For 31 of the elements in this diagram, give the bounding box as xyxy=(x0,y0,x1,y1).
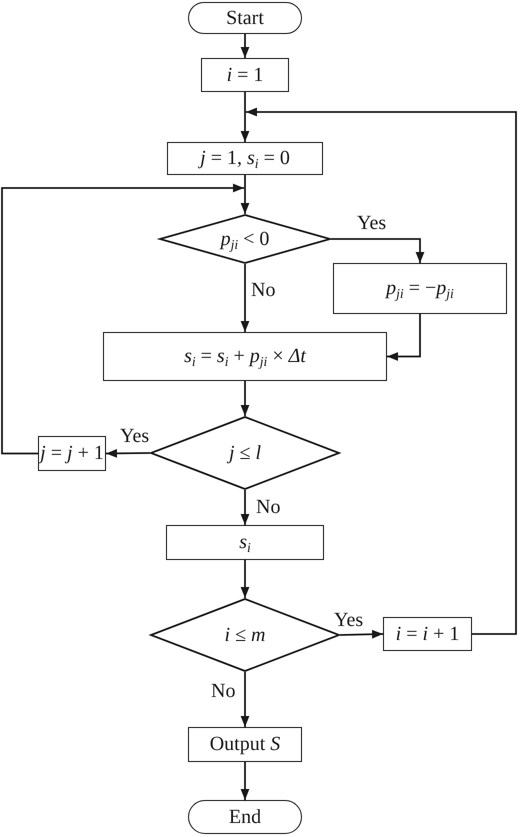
edge-label: No xyxy=(251,280,276,301)
flow-arrow xyxy=(240,34,250,58)
flow-arrow xyxy=(106,448,150,458)
flow-arrow xyxy=(340,630,384,639)
process-box: s$_{i}$ xyxy=(166,525,324,560)
flow-arrow xyxy=(240,381,250,416)
process-box: p$_{ji}$ = −p$_{ji}$ xyxy=(333,263,507,314)
process-box: i = i + 1 xyxy=(383,617,472,651)
flow-arrow xyxy=(240,672,250,727)
edge-label: No xyxy=(211,681,236,702)
edge-label: Yes xyxy=(120,426,150,447)
terminal-shape: Start xyxy=(188,2,302,34)
flow-arrow xyxy=(240,560,250,598)
process-box: i = 1 xyxy=(201,58,289,92)
flow-arrow xyxy=(1,184,244,454)
flow-arrow xyxy=(331,238,424,263)
flow-arrow xyxy=(240,490,250,525)
process-box: s$_{i}$ = s$_{i}$ + p$_{ji}$ × Δt xyxy=(103,332,387,381)
flow-arrow xyxy=(387,314,421,361)
flow-arrow xyxy=(240,264,250,332)
flow-arrow xyxy=(240,762,250,800)
decision-diamond: p$_{ji}$ < 0 xyxy=(159,214,331,264)
flow-arrow xyxy=(240,188,250,214)
flow-arrow xyxy=(246,108,517,635)
flow-arrow xyxy=(240,112,250,142)
process-box: Output S xyxy=(188,727,302,762)
edge-label: Yes xyxy=(357,213,386,234)
edge-label: No xyxy=(256,497,280,518)
terminal-shape: End xyxy=(188,800,302,834)
decision-diamond: j ≤ l xyxy=(150,416,340,490)
process-box: j = 1, s$_{i}$ = 0 xyxy=(167,142,323,175)
